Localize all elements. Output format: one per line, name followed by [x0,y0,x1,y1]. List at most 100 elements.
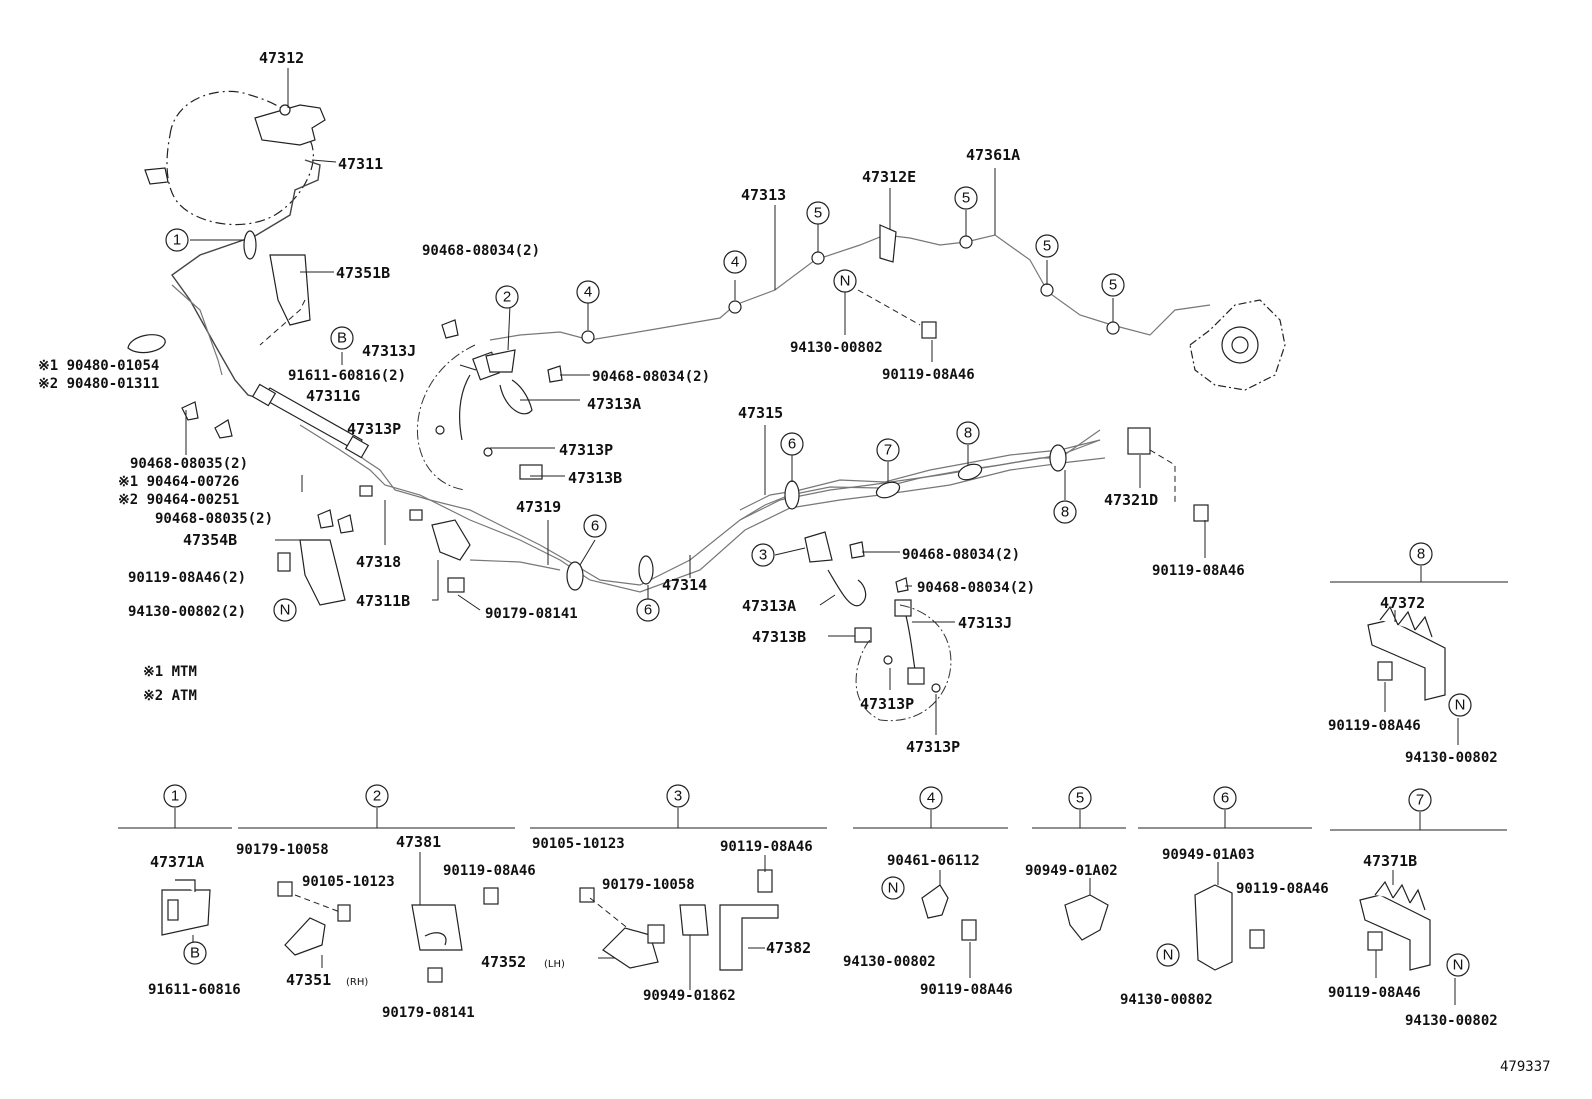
label-90468-08034-2-d: 90468-08034(2) [917,580,1035,596]
svg-text:N: N [1453,957,1464,974]
label-90119-08A46-g: 90119-08A46 [1236,881,1329,897]
label-90119-08A46-f: 90119-08A46 [920,982,1013,998]
marker-4-b: 4 [723,250,747,274]
svg-text:3: 3 [759,547,767,564]
label-47313B-b: 47313B [752,628,806,646]
label-47319: 47319 [516,498,561,516]
three-way-47321D [1127,427,1209,522]
label-90461-06112: 90461-06112 [887,853,980,869]
pipe-lower-link [469,559,561,571]
section-marker-4: 4 [919,786,943,810]
marker-3-a: 3 [751,543,775,567]
label-90468-08035-2-b: 90468-08035(2) [155,511,273,527]
detail-5-parts [1064,878,1109,941]
svg-text:5: 5 [1043,238,1051,255]
label-47312: 47312 [259,49,304,67]
marker-6-a: 6 [583,514,607,538]
detail-8-parts [1367,605,1459,745]
rear-axle-housing [1189,299,1286,391]
label-90179-10058-a: 90179-10058 [236,842,329,858]
label-90949-01862: 90949-01862 [643,988,736,1004]
label-90480-01054: ※1 90480-01054 [38,358,159,374]
svg-text:5: 5 [962,190,970,207]
label-94130-00802-b: 94130-00802 [1405,750,1498,766]
label-47354B: 47354B [183,531,237,549]
label-47382: 47382 [766,939,811,957]
rear-hose-right [804,531,952,722]
label-90179-10058-b: 90179-10058 [602,877,695,893]
svg-text:B: B [190,945,200,962]
svg-text:5: 5 [1109,277,1117,294]
section-marker-7: 7 [1408,788,1432,812]
detail-rules [118,566,1508,831]
marker-7-a: 7 [876,438,900,462]
label-47312E: 47312E [862,168,916,186]
label-47361A: 47361A [966,146,1020,164]
flex-hose-47311G [251,383,370,459]
section-marker-B: B [183,941,207,965]
svg-text:8: 8 [964,425,972,442]
marker-B-a: B [330,326,354,350]
label-47381: 47381 [396,833,441,851]
pipe-upper-rear [489,234,1211,341]
label-47352: 47352 [481,953,526,971]
marker-5-a: 5 [806,201,830,225]
marker-N-b: N [273,598,297,622]
label-47314: 47314 [662,576,707,594]
front-hose-left [417,344,543,491]
label-90119-08A46-e: 90119-08A46 [720,839,813,855]
label-90179-08141-b: 90179-08141 [382,1005,475,1021]
label-47311B: 47311B [356,592,410,610]
label-90105-10123-b: 90105-10123 [532,836,625,852]
section-marker-2: 2 [365,784,389,808]
svg-text:N: N [888,880,899,897]
svg-text:4: 4 [927,790,935,807]
marker-5-d: 5 [1101,273,1125,297]
label-90119-08A46-2: 90119-08A46(2) [128,570,246,586]
label-47313B-a: 47313B [568,469,622,487]
marker-2-main: 2 [495,285,519,309]
label-47313P-a: 47313P [347,420,401,438]
section-marker-6: 6 [1213,786,1237,810]
label-90468-08034-2-a: 90468-08034(2) [422,243,540,259]
svg-text:1: 1 [173,232,181,249]
label-94130-00802-2: 94130-00802(2) [128,604,246,620]
section-marker-8: 8 [1409,542,1433,566]
label-90119-08A46-a: 90119-08A46 [882,367,975,383]
svg-text:5: 5 [814,205,822,222]
pipe-rear-main [274,399,1101,586]
marker-6-b: 6 [636,598,660,622]
svg-text:B: B [337,330,347,347]
svg-text:N: N [1163,947,1174,964]
svg-text:7: 7 [884,442,892,459]
svg-text:4: 4 [731,254,739,271]
label-90949-01A02: 90949-01A02 [1025,863,1118,879]
clamps [243,230,1120,591]
detail-7-parts [1359,870,1456,1005]
detail-2-parts [277,852,499,983]
svg-text:4: 4 [584,284,592,301]
label-90949-01A03: 90949-01A03 [1162,847,1255,863]
label-47313A-b: 47313A [742,597,796,615]
label-90480-01311: ※2 90480-01311 [38,376,159,392]
detail-4-parts [921,870,977,978]
label-47311: 47311 [338,155,383,173]
section-marker-N-8: N [1448,693,1472,717]
label-94130-00802-e: 94130-00802 [1405,1013,1498,1029]
label-47318: 47318 [356,553,401,571]
bracket-47312E [879,224,897,263]
svg-text:3: 3 [674,788,682,805]
note-atm: ※2 ATM [143,688,197,704]
label-90468-08034-2-c: 90468-08034(2) [902,547,1020,563]
label-47313J-a: 47313J [362,342,416,360]
label-90119-08A46-h: 90119-08A46 [1328,985,1421,1001]
svg-text:6: 6 [644,602,652,619]
label-47313J-b: 47313J [958,614,1012,632]
svg-text:1: 1 [171,788,179,805]
marker-1-main: 1 [165,228,189,252]
label-91611-60816: 91611-60816 [148,982,241,998]
label-47351B: 47351B [336,264,390,282]
label-90105-10123-a: 90105-10123 [302,874,395,890]
label-94130-00802-d: 94130-00802 [1120,992,1213,1008]
